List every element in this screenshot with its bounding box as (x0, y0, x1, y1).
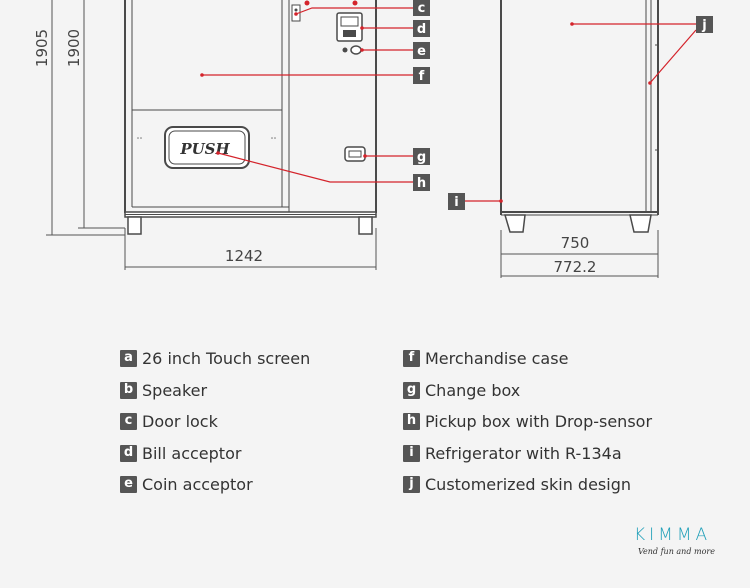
height-inner-label: 1900 (65, 29, 83, 67)
callout-tag-i: i (448, 193, 465, 210)
legend-badge: i (403, 444, 420, 462)
height-dimension-lines (46, 0, 125, 236)
bill-acceptor (336, 12, 363, 42)
callout-tag-e: e (413, 42, 430, 59)
legend-badge: j (403, 476, 420, 494)
callout-lines (202, 7, 697, 202)
side-outer-width-label: 772.2 (554, 258, 597, 276)
legend-item-g: g Change box (403, 375, 652, 407)
legend-badge: e (120, 476, 137, 494)
side-cabinet (500, 0, 659, 216)
legend-text: Change box (425, 380, 521, 400)
svg-text:e: e (417, 44, 426, 59)
legend-right: f Merchandise case g Change box h Pickup… (403, 343, 652, 501)
legend-item-h: h Pickup box with Drop-sensor (403, 406, 652, 438)
legend-text: Bill acceptor (142, 443, 242, 463)
legend-text: Customerized skin design (425, 475, 631, 495)
svg-text:h: h (417, 176, 426, 191)
legend-item-a: a 26 inch Touch screen (120, 343, 310, 375)
legend-text: Door lock (142, 412, 218, 432)
legend-text: Speaker (142, 380, 208, 400)
push-label: PUSH (179, 140, 230, 158)
svg-text:f: f (419, 69, 425, 84)
svg-text:j: j (701, 18, 706, 33)
coin-acceptor (342, 45, 362, 55)
height-outer-label: 1905 (33, 29, 51, 67)
front-width-label: 1242 (225, 247, 263, 265)
brand-logo: KIMMA Vend fun and more (634, 525, 734, 565)
pickup-door: PUSH (164, 126, 250, 169)
front-feet (127, 216, 373, 235)
legend-badge: a (120, 350, 137, 368)
legend-item-b: b Speaker (120, 375, 310, 407)
brand-logo-text: KIMMA (634, 525, 712, 545)
vending-machine-diagram: 1905 1900 PUSH (33, 0, 713, 278)
window-marks (137, 137, 276, 139)
legend-badge: b (120, 381, 137, 399)
callout-tag-c: c (413, 0, 430, 16)
legend-badge: g (403, 381, 420, 399)
legend-badge: d (120, 444, 137, 462)
legend-item-c: c Door lock (120, 406, 310, 438)
callout-dots (200, 12, 652, 203)
callout-tag-f: f (413, 67, 430, 84)
legend-badge: h (403, 413, 420, 431)
change-box (344, 146, 366, 162)
side-feet (503, 214, 652, 233)
legend-badge: f (403, 350, 420, 368)
svg-text:d: d (417, 22, 426, 37)
side-inner-width-label: 750 (561, 234, 590, 252)
legend-text: Pickup box with Drop-sensor (425, 412, 653, 432)
legend-badge: c (120, 413, 137, 431)
legend-item-d: d Bill acceptor (120, 438, 310, 470)
callout-tag-j: j (696, 16, 713, 33)
legend-item-e: e Coin acceptor (120, 469, 310, 501)
svg-text:g: g (417, 150, 426, 165)
side-width-dimension (500, 230, 659, 278)
callout-tag-h: h (413, 174, 430, 191)
legend-item-f: f Merchandise case (403, 343, 652, 375)
front-cabinet (124, 0, 377, 218)
legend-item-i: i Refrigerator with R-134a (403, 438, 652, 470)
callout-tag-d: d (413, 20, 430, 37)
legend-text: Refrigerator with R-134a (425, 443, 622, 463)
legend-text: Merchandise case (425, 349, 569, 369)
svg-text:i: i (454, 195, 458, 210)
callout-tag-g: g (413, 148, 430, 165)
brand-slogan: Vend fun and more (638, 547, 715, 556)
legend-item-j: j Customerized skin design (403, 469, 652, 501)
legend-text: 26 inch Touch screen (142, 349, 311, 369)
speaker-marks (304, 0, 358, 6)
legend-left: a 26 inch Touch screen b Speaker c Door … (120, 343, 310, 501)
front-width-dimension (124, 228, 377, 270)
svg-text:c: c (418, 1, 426, 16)
legend-text: Coin acceptor (142, 475, 253, 495)
